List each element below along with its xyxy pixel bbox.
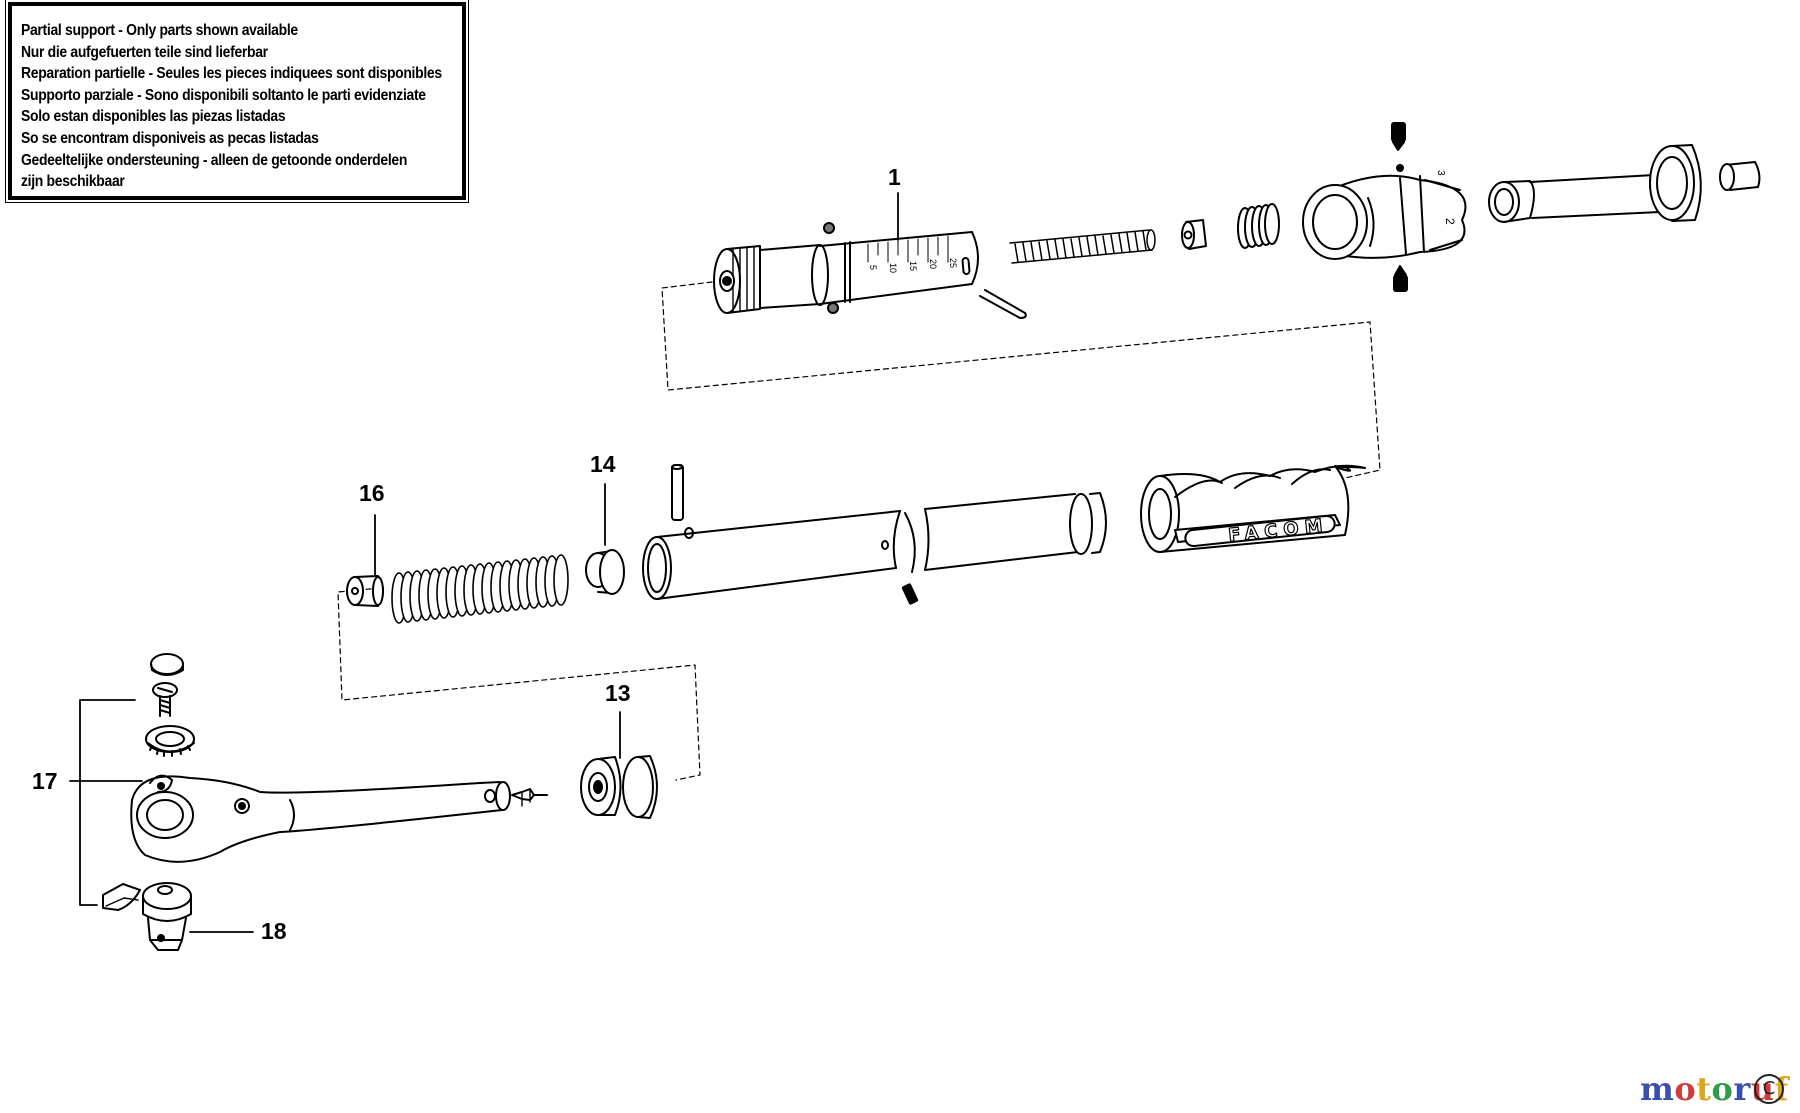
part-16-end-cap xyxy=(346,575,384,607)
copyright-icon: C xyxy=(1754,1074,1784,1104)
callout-part-18[interactable]: 18 xyxy=(261,918,287,944)
callout-part-1[interactable]: 1 xyxy=(888,164,901,190)
main-tube xyxy=(642,464,919,605)
detent-pin xyxy=(511,788,548,807)
tube-segment xyxy=(924,492,1107,571)
part-18-drive-square xyxy=(142,882,192,951)
scale-mark-15: 15 xyxy=(908,261,918,271)
slotted-nut xyxy=(1181,219,1207,250)
part-1-scale-body xyxy=(713,222,1027,319)
callout-part-14[interactable]: 14 xyxy=(590,451,616,477)
notice-line-de: Nur die aufgefuerten teile sind lieferba… xyxy=(21,43,268,61)
assembly-guide-lines xyxy=(337,281,1381,781)
watermark-char: t xyxy=(1696,1070,1712,1108)
watermark-char: r xyxy=(1733,1070,1751,1108)
small-spring xyxy=(1237,203,1280,249)
watermark-char: o xyxy=(1711,1070,1734,1108)
part-17-kit xyxy=(102,653,195,911)
notice-line-pt: So se encontram disponiveis as pecas lis… xyxy=(21,129,319,147)
part-14-plug xyxy=(585,549,625,595)
notice-line-en: Partial support - Only parts shown avail… xyxy=(21,22,298,39)
callout-part-13[interactable]: 13 xyxy=(605,680,631,706)
collar-mark-3: 3 xyxy=(1435,170,1446,176)
collar-mark-2: 2 xyxy=(1443,218,1457,225)
handle-grip xyxy=(1140,464,1366,553)
notice-line-es: Solo estan disponibles las piezas listad… xyxy=(21,108,286,126)
end-shaft xyxy=(1488,144,1761,223)
notice-line-fr: Reparation partielle - Seules les pieces… xyxy=(21,65,442,83)
adjusting-collar xyxy=(1302,122,1467,292)
ratchet-handle xyxy=(130,775,511,863)
watermark-char: o xyxy=(1674,1070,1697,1108)
scale-mark-25: 25 xyxy=(948,258,958,268)
scale-mark-20: 20 xyxy=(928,259,938,269)
partial-support-notice: Partial support - Only parts shown avail… xyxy=(5,0,469,203)
threaded-rod xyxy=(1009,229,1156,264)
notice-line-it: Supporto parziale - Sono disponibili sol… xyxy=(21,86,426,104)
leader-lines xyxy=(69,192,899,933)
scale-mark-5: 5 xyxy=(868,265,878,270)
notice-line-nl-cont: zijn beschikbaar xyxy=(21,173,125,191)
notice-line-nl: Gedeeltelijke ondersteuning - alleen de … xyxy=(21,151,408,169)
scale-mark-10: 10 xyxy=(888,263,898,273)
callout-part-17[interactable]: 17 xyxy=(32,768,58,794)
part-13-roller xyxy=(580,755,658,819)
large-spring xyxy=(391,554,569,624)
callout-part-16[interactable]: 16 xyxy=(359,480,385,506)
watermark-char: m xyxy=(1640,1070,1675,1108)
